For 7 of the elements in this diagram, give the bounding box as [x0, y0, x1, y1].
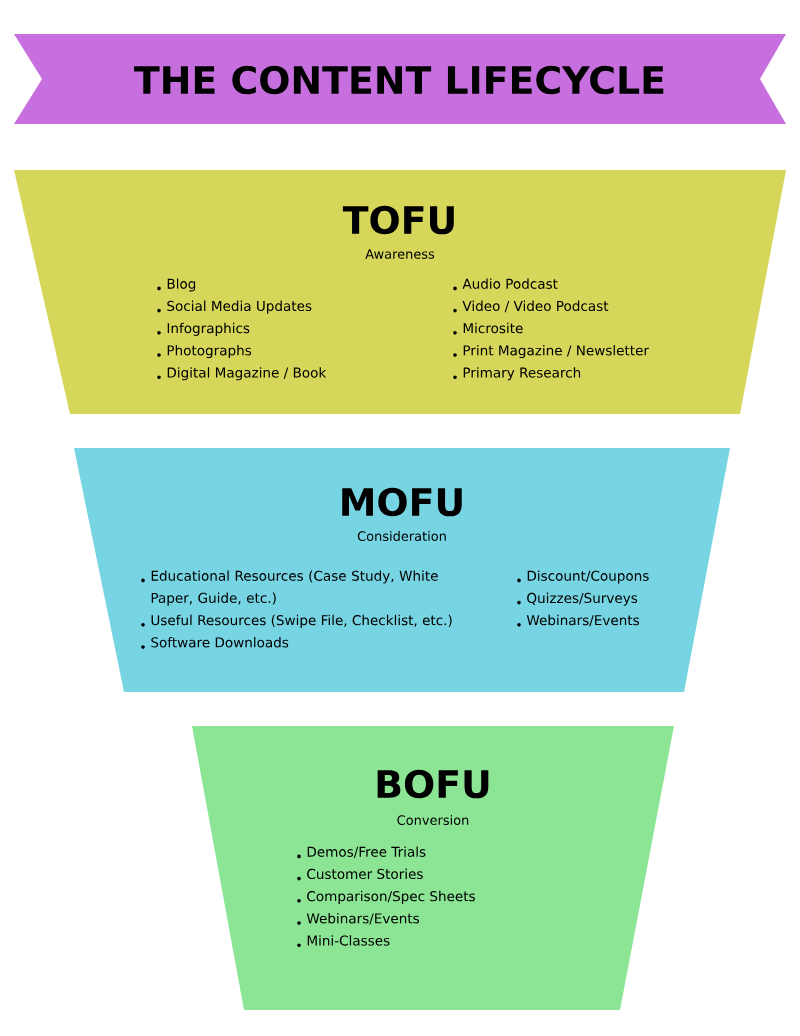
title-banner: THE CONTENT LIFECYCLE — [14, 34, 786, 124]
funnel-stage — [192, 726, 674, 1010]
funnel-stage — [74, 448, 730, 692]
stage-heading: TOFU — [342, 205, 454, 235]
funnel-stage — [14, 170, 786, 414]
stage-heading: BOFU — [377, 769, 489, 799]
stage-heading: MOFU — [342, 487, 462, 517]
